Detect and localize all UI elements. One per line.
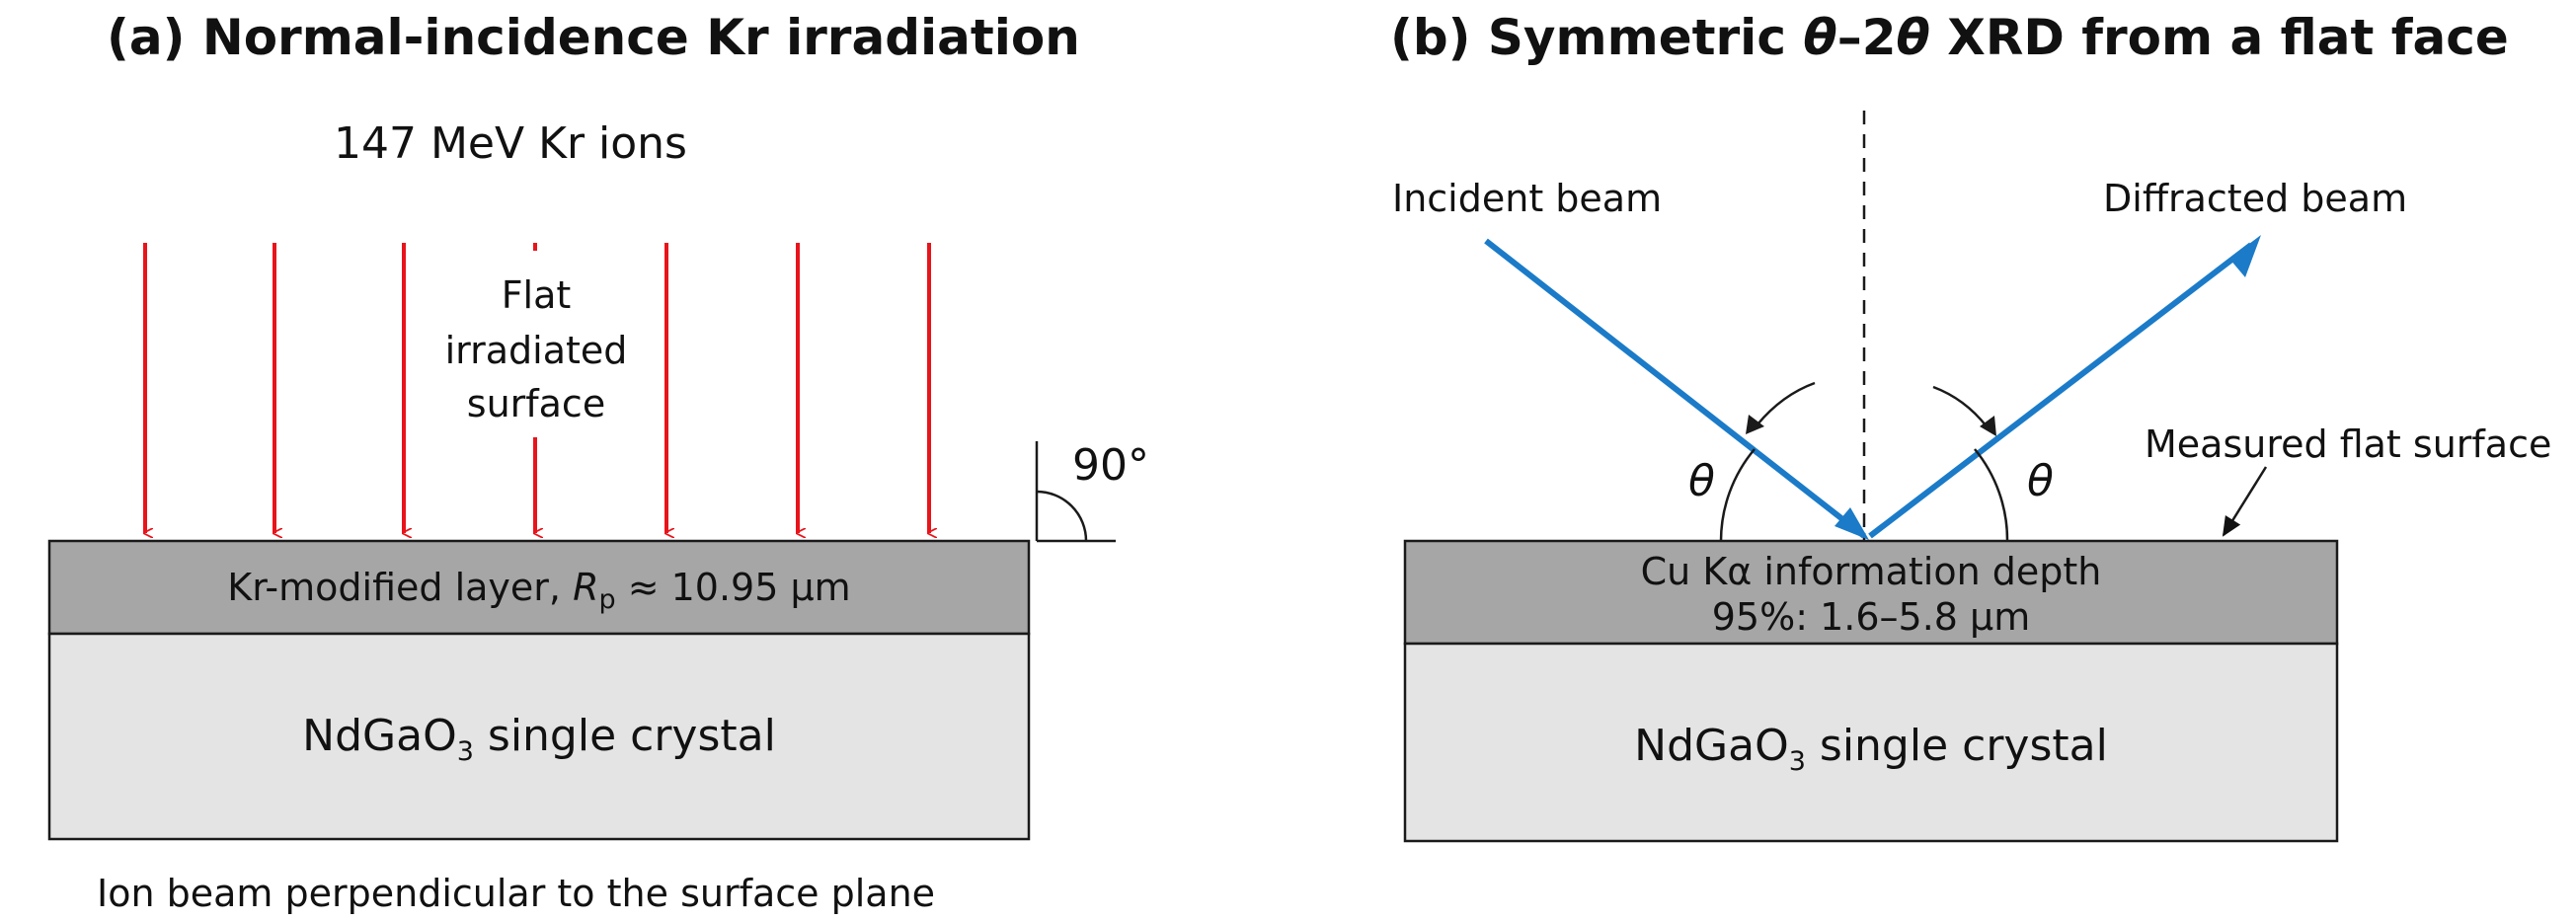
substrate-label-b: NdGaO3 single crystal — [1634, 721, 2108, 777]
diffracted-beam — [1868, 242, 2253, 539]
panel-b-title: (b) Symmetric θ–2θ XRD from a flat face — [1390, 9, 2509, 66]
theta-left-label: θ — [1688, 456, 1715, 506]
surface-label-line1: Flat — [502, 273, 572, 317]
right-angle-label: 90° — [1072, 440, 1149, 491]
incident-beam-label: Incident beam — [1392, 177, 1662, 220]
kr-modified-layer-label: Kr-modified layer, Rp ≈ 10.95 µm — [227, 566, 850, 615]
panel-a: (a) Normal-incidence Kr irradiation 147 … — [47, 9, 1149, 915]
incident-beam — [1484, 238, 1866, 539]
ion-arrows — [143, 243, 929, 533]
panel-a-title: (a) Normal-incidence Kr irradiation — [107, 9, 1080, 66]
information-depth-line1: Cu Kα information depth — [1641, 550, 2102, 593]
information-depth-line2: 95%: 1.6–5.8 µm — [1712, 595, 2030, 639]
ion-beam-label: 147 MeV Kr ions — [334, 118, 687, 169]
curved-arrow-right-icon — [1932, 385, 1988, 427]
information-depth-layer — [1403, 539, 2339, 646]
substrate-label-a: NdGaO3 single crystal — [302, 711, 776, 767]
arrow-down-right-icon — [1834, 507, 1869, 540]
theta-arc-left — [1719, 448, 1756, 542]
diffracted-beam-label: Diffracted beam — [2103, 177, 2407, 220]
panel-b: (b) Symmetric θ–2θ XRD from a flat face … — [1390, 9, 2551, 843]
surface-label-line2: irradiated — [445, 329, 628, 372]
curved-arrow-left-icon — [1756, 381, 1816, 425]
kr-modified-layer — [47, 539, 1031, 636]
theta-arc-right — [1974, 448, 2009, 542]
substrate-block — [47, 632, 1031, 841]
panel-a-caption: Ion beam perpendicular to the surface pl… — [97, 872, 935, 915]
measured-surface-label: Measured flat surface — [2145, 422, 2551, 466]
right-angle-icon — [1035, 441, 1116, 543]
arrow-up-right-icon — [2229, 235, 2261, 277]
substrate-block-b — [1403, 642, 2339, 843]
measured-surface-pointer — [2222, 466, 2268, 537]
theta-right-label: θ — [2027, 456, 2054, 506]
curved-arrow-right-head — [1980, 416, 1996, 436]
curved-arrow-left-head — [1746, 415, 1764, 434]
surface-label-line3: surface — [467, 382, 605, 425]
